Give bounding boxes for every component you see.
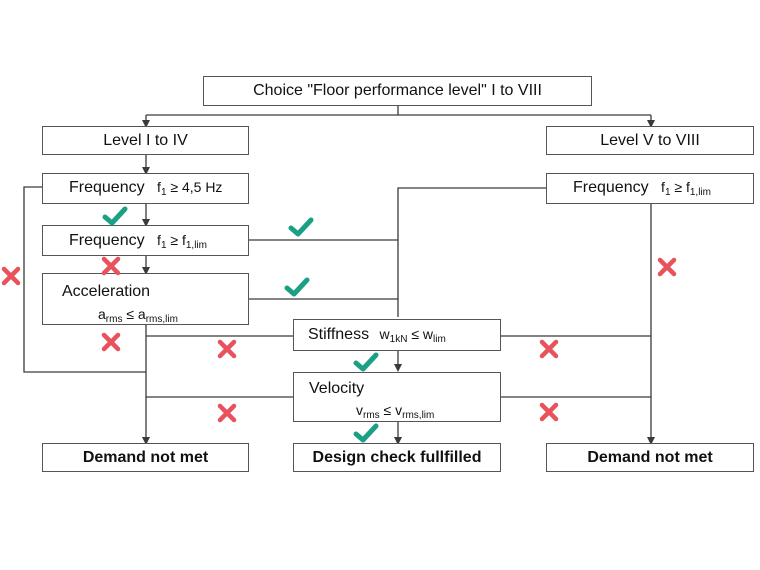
freq2-relation: ≥ f bbox=[166, 232, 186, 248]
accel-symbol: a bbox=[98, 305, 106, 322]
cross-icon bbox=[657, 257, 677, 277]
freq1-relation: ≥ 4,5 Hz bbox=[166, 179, 223, 195]
output-center-label: Design check fullfilled bbox=[312, 448, 482, 466]
velo-sub: rms bbox=[363, 409, 380, 421]
stiff-relation: ≤ w bbox=[407, 326, 434, 342]
cross-icon bbox=[539, 402, 559, 422]
choice-label: Choice "Floor performance level" I to VI… bbox=[253, 82, 542, 100]
stiff-criterion: w1kN ≤ wlim bbox=[379, 326, 446, 345]
velo-limit-sub: rms,lim bbox=[402, 409, 435, 421]
velocity-box: Velocity vrms ≤ vrms,lim bbox=[293, 372, 501, 422]
freq-high-relation: ≥ f bbox=[670, 179, 690, 195]
stiff-limit-sub: lim bbox=[433, 334, 446, 345]
freq-high-limit-sub: 1,lim bbox=[689, 187, 711, 198]
cross-icon bbox=[217, 403, 237, 423]
stiffness-box: Stiffness w1kN ≤ wlim bbox=[293, 319, 501, 351]
accel-sub: rms bbox=[105, 313, 123, 325]
freq1-label: Frequency bbox=[69, 179, 145, 196]
freq1-symbol: f bbox=[157, 179, 161, 195]
accel-limit-sub: rms,lim bbox=[145, 313, 178, 325]
frequency-box-2: Frequency f1 ≥ f1,lim bbox=[42, 225, 249, 256]
output-right-box: Demand not met bbox=[546, 443, 754, 472]
output-center-box: Design check fullfilled bbox=[293, 443, 501, 472]
freq2-criterion: f1 ≥ f1,lim bbox=[157, 232, 207, 251]
accel-relation: ≤ a bbox=[122, 305, 146, 322]
choice-box: Choice "Floor performance level" I to VI… bbox=[203, 76, 592, 106]
cross-icon bbox=[101, 332, 121, 352]
freq2-limit-sub: 1,lim bbox=[185, 240, 207, 251]
freq-high-label: Frequency bbox=[573, 179, 649, 196]
accel-criterion: arms ≤ arms,lim bbox=[98, 305, 248, 325]
check-icon bbox=[288, 217, 314, 237]
connector-freq1-fail-loop bbox=[23, 186, 146, 373]
level-low-box: Level I to IV bbox=[42, 126, 249, 155]
frequency-box-high: Frequency f1 ≥ f1,lim bbox=[546, 173, 754, 204]
frequency-box-1: Frequency f1 ≥ 4,5 Hz bbox=[42, 173, 249, 204]
freq1-criterion: f1 ≥ 4,5 Hz bbox=[157, 179, 223, 198]
cross-icon bbox=[101, 256, 121, 276]
freq2-label: Frequency bbox=[69, 232, 145, 249]
connector-freq-high-pass bbox=[397, 187, 546, 317]
stiff-symbol: w bbox=[379, 326, 390, 342]
cross-icon bbox=[1, 266, 21, 286]
check-icon bbox=[353, 352, 379, 372]
level-low-label: Level I to IV bbox=[103, 131, 188, 149]
freq1-sub: 1 bbox=[160, 187, 167, 198]
check-icon bbox=[102, 206, 128, 226]
acceleration-box: Acceleration arms ≤ arms,lim bbox=[42, 273, 249, 325]
output-right-label: Demand not met bbox=[587, 448, 713, 466]
velo-label: Velocity bbox=[309, 380, 365, 397]
freq-high-criterion: f1 ≥ f1,lim bbox=[661, 179, 711, 198]
velo-relation: ≤ v bbox=[379, 401, 403, 418]
freq2-sub: 1 bbox=[160, 240, 167, 251]
cross-icon bbox=[217, 339, 237, 359]
output-left-box: Demand not met bbox=[42, 443, 249, 472]
stiff-label: Stiffness bbox=[308, 326, 370, 343]
velo-symbol: v bbox=[356, 401, 363, 418]
check-icon bbox=[284, 277, 310, 297]
output-left-label: Demand not met bbox=[82, 448, 209, 466]
level-high-label: Level V to VIII bbox=[600, 131, 700, 149]
freq-high-symbol: f bbox=[661, 179, 665, 195]
freq-high-sub: 1 bbox=[664, 187, 671, 198]
cross-icon bbox=[539, 339, 559, 359]
velo-criterion: vrms ≤ vrms,lim bbox=[356, 401, 500, 421]
check-icon bbox=[353, 423, 379, 443]
stiff-sub: 1kN bbox=[389, 334, 408, 345]
freq2-symbol: f bbox=[157, 232, 161, 248]
level-high-box: Level V to VIII bbox=[546, 126, 754, 155]
accel-label: Acceleration bbox=[62, 283, 151, 300]
